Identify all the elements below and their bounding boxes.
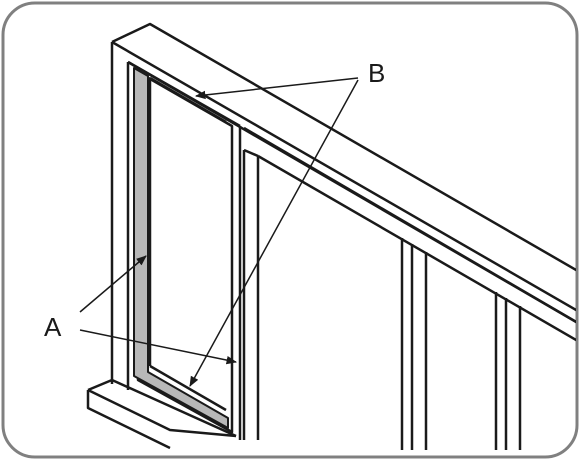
left-jamb-stud — [110, 42, 130, 390]
callout-a-leaders — [79, 255, 238, 365]
callout-a-leader-1 — [79, 255, 147, 313]
callout-b-leader-1 — [194, 77, 359, 100]
vertical-stud-2 — [494, 292, 522, 450]
callout-label-b: B — [368, 58, 385, 88]
callout-label-a: A — [44, 312, 62, 342]
seal-strip — [133, 67, 229, 429]
window-sill — [86, 378, 237, 450]
vertical-stud-1 — [400, 238, 428, 450]
adjacent-opening — [242, 148, 576, 440]
callout-a-leader-2 — [79, 329, 238, 365]
callout-b-leaders — [189, 77, 359, 387]
callout-b-leader-2 — [189, 79, 359, 387]
rough-opening — [127, 60, 576, 440]
